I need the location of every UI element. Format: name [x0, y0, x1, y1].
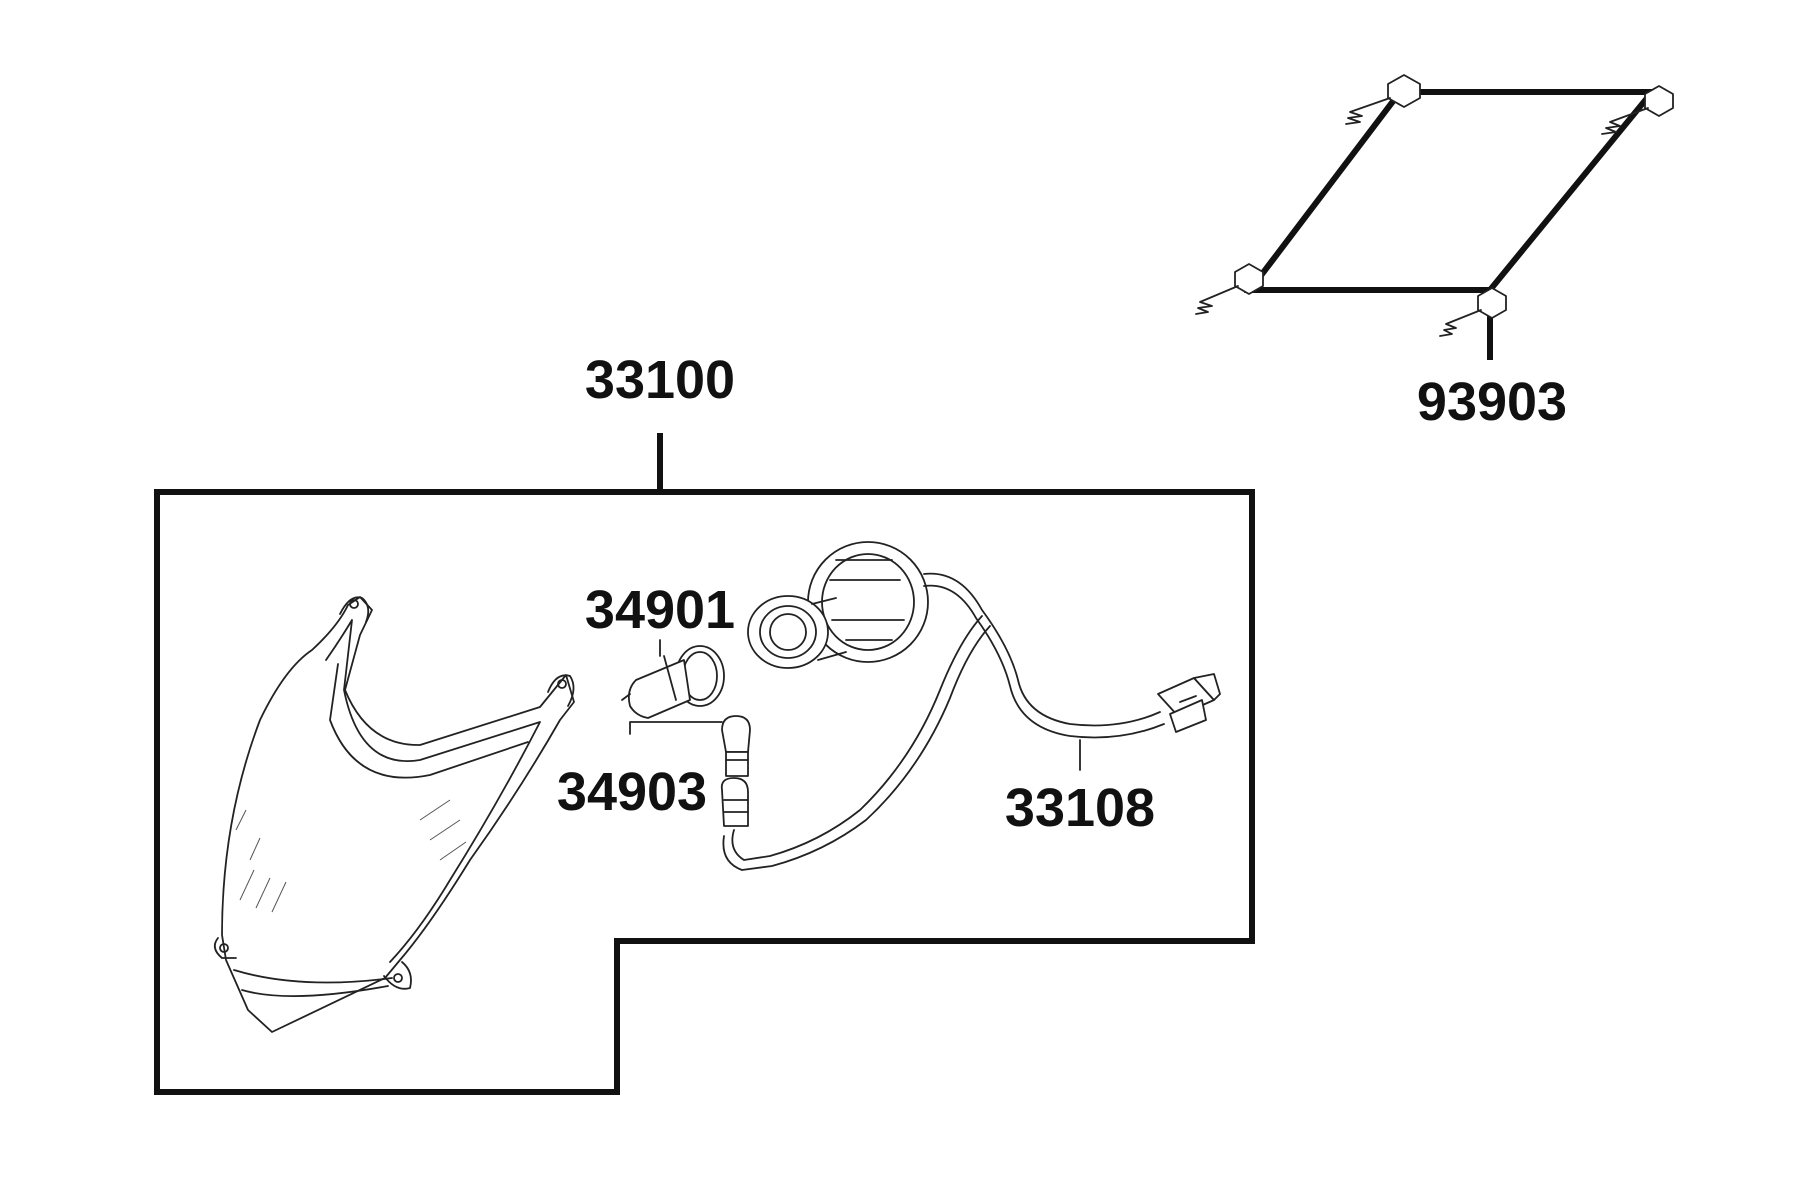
screw-4	[1439, 287, 1507, 337]
assembly-outline	[154, 433, 1255, 1095]
screw-1	[1345, 74, 1421, 125]
screw-set-drawing	[1195, 74, 1674, 360]
part-number-93903: 93903	[1417, 372, 1567, 432]
position-bulb-drawing	[629, 715, 751, 777]
headlight-housing	[213, 596, 575, 1033]
part-number-33108: 33108	[1005, 778, 1155, 838]
headlight-bulb-drawing	[621, 639, 725, 719]
socket-harness-drawing	[720, 541, 1221, 871]
screw-3	[1195, 263, 1264, 315]
part-number-34903: 34903	[557, 762, 707, 822]
part-number-34901: 34901	[585, 580, 735, 640]
part-number-33100: 33100	[585, 350, 735, 410]
screw-2	[1601, 85, 1674, 135]
